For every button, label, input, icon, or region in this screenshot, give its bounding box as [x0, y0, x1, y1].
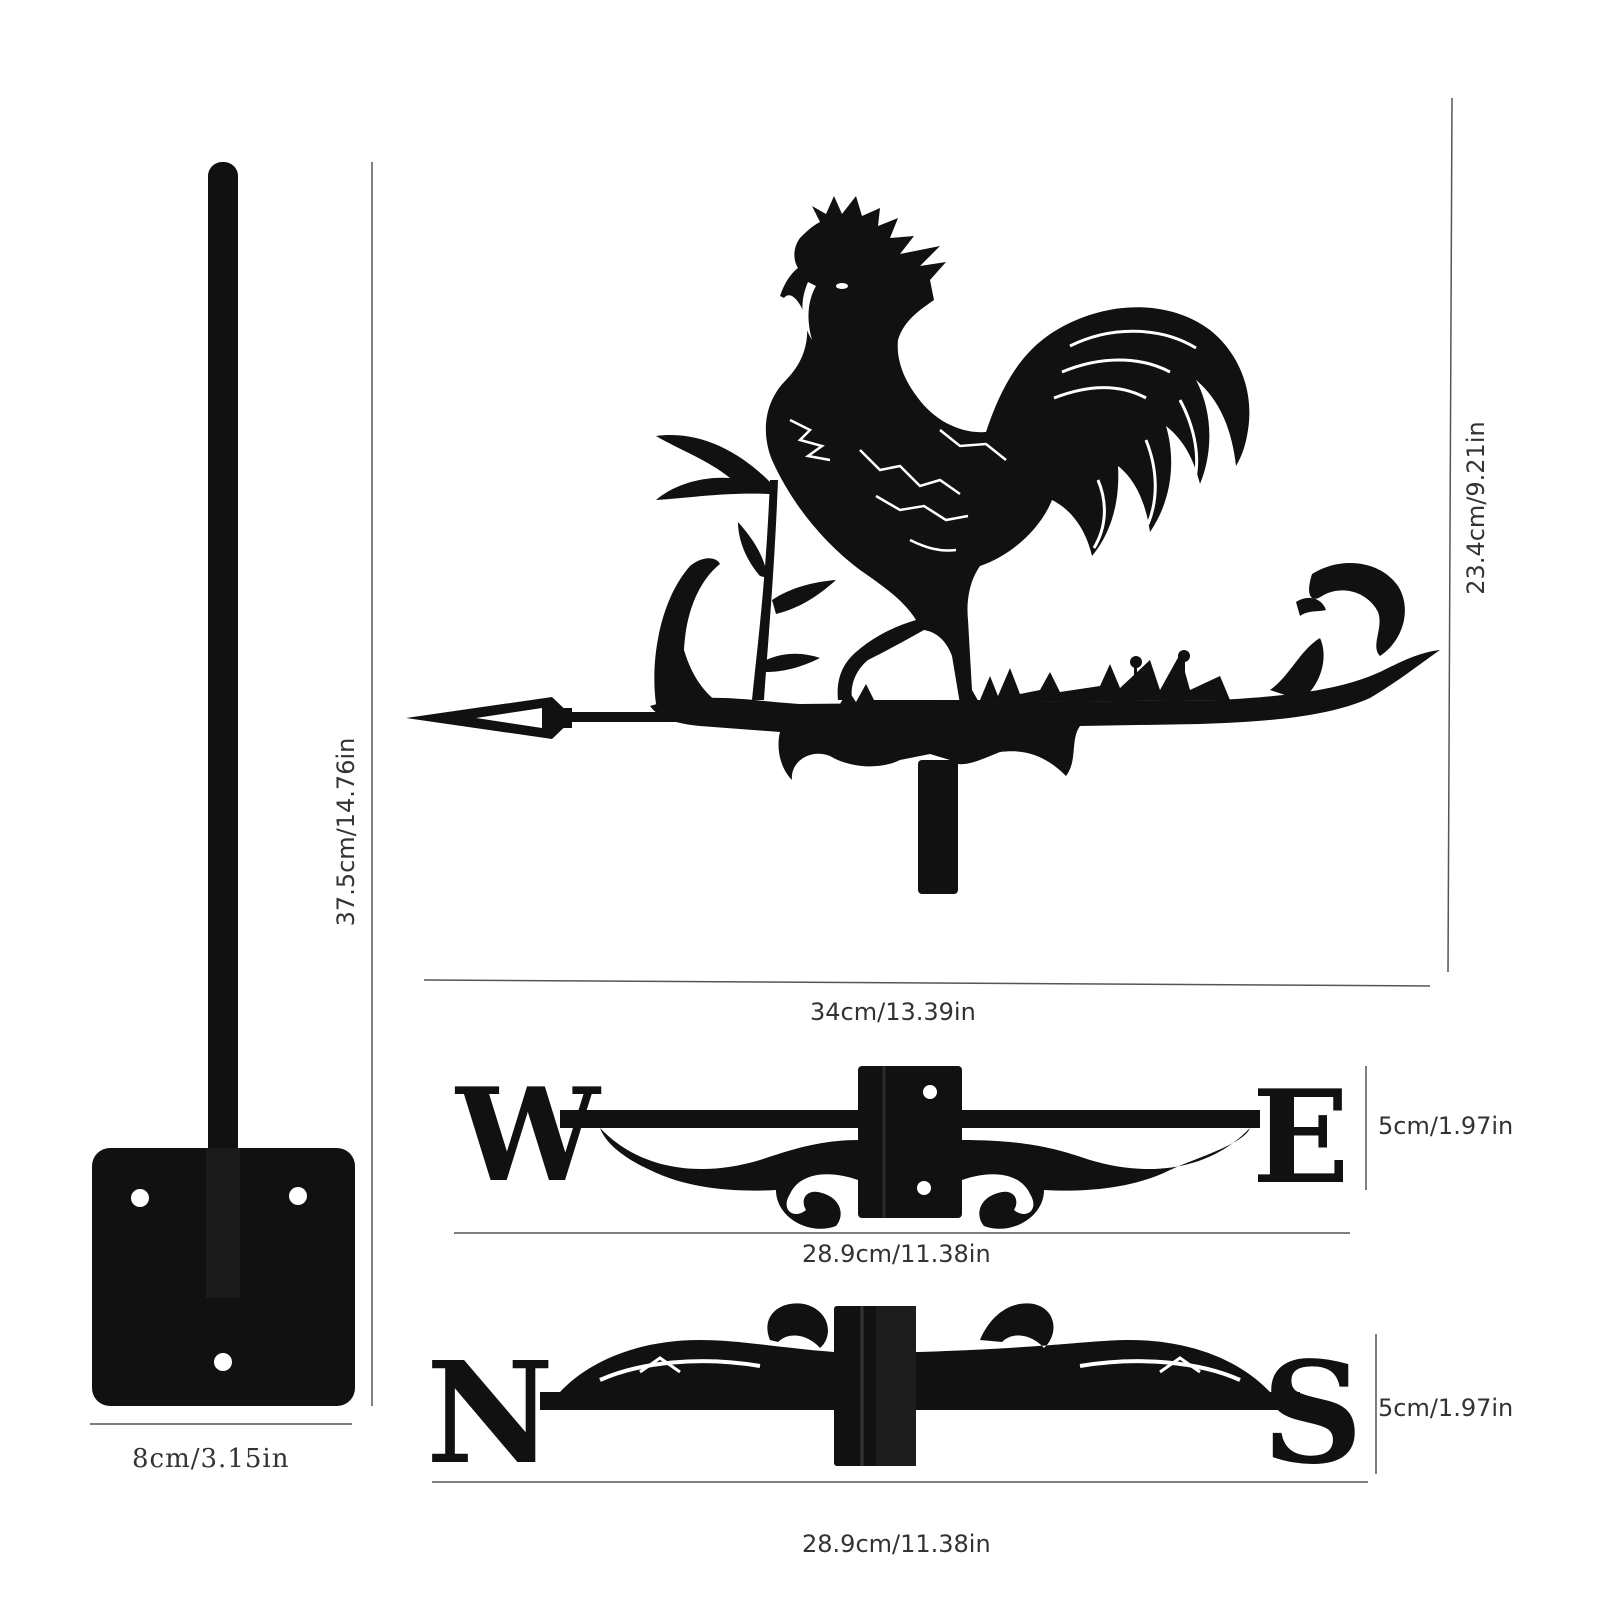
pole-assembly: [92, 162, 355, 1406]
ns-right-scrollwork: [916, 1303, 1270, 1392]
rooster-height-label: 23.4cm/9.21in: [1462, 421, 1490, 595]
rooster-width-line: [423, 979, 1431, 987]
ns-arm-bar: [540, 1392, 1300, 1410]
flower-leaf-left: [738, 522, 768, 578]
left-bush: [654, 558, 720, 704]
ground-grass: [840, 654, 1230, 704]
mounting-pole: [208, 162, 238, 1297]
we-height-label: 5cm/1.97in: [1378, 1112, 1514, 1140]
ns-height-label: 5cm/1.97in: [1378, 1394, 1514, 1422]
flower-leaf-low: [766, 653, 820, 672]
pole-in-plate: [206, 1148, 240, 1298]
rooster-eye: [836, 283, 848, 289]
rooster-width-label: 34cm/13.39in: [810, 998, 976, 1026]
plate-hole-top-right: [289, 1187, 307, 1205]
plate-width-label: 8cm/3.15in: [132, 1444, 290, 1474]
plate-hole-bottom: [214, 1353, 232, 1371]
ornamental-scroll-icon: [1309, 562, 1405, 656]
plate-hole-top-left: [131, 1189, 149, 1207]
vane-post: [918, 760, 958, 894]
we-left-letter: W: [454, 1061, 602, 1211]
we-hub-plate: [858, 1066, 962, 1218]
pole-height-label: 37.5cm/14.76in: [332, 737, 360, 927]
we-left-scrollwork: [600, 1128, 858, 1229]
rooster-silhouette-icon: [765, 196, 1250, 704]
flower-leaf-top: [656, 435, 770, 500]
ns-left-letter: N: [426, 1332, 554, 1496]
we-width-label: 28.9cm/11.38in: [802, 1240, 991, 1268]
flower-stalk: [752, 480, 778, 700]
vane-base-scrollwork: [650, 650, 1440, 780]
we-right-letter: E: [1252, 1063, 1350, 1213]
flower-leaf-right: [772, 580, 836, 614]
west-east-arm: [560, 1066, 1260, 1229]
rooster-height-line: [1447, 97, 1453, 973]
we-right-scrollwork: [962, 1128, 1250, 1229]
north-south-arm: [540, 1303, 1300, 1466]
ns-width-label: 28.9cm/11.38in: [802, 1530, 991, 1558]
rooster-vane: [406, 196, 1440, 894]
ns-right-letter: S: [1262, 1332, 1363, 1496]
